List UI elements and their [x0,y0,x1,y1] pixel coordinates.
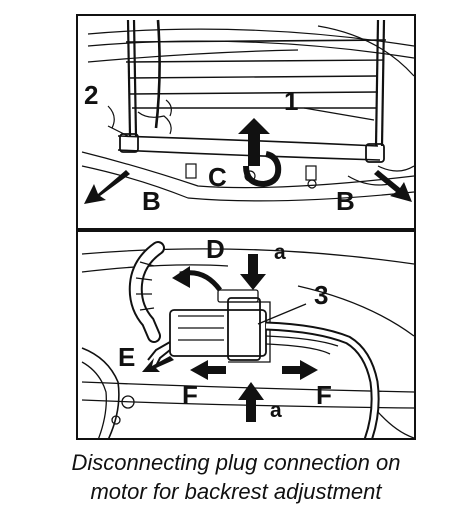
figure-caption: Disconnecting plug connection on motor f… [0,448,472,506]
label-arrow-b-left: B [142,186,161,216]
arrow-f-left [190,360,226,380]
label-arrow-b-right: B [336,186,355,216]
label-arrow-c: C [208,162,227,192]
arrow-a-bottom [238,382,264,422]
caption-line-2: motor for backrest adjustment [90,479,382,504]
arrow-a-top [240,254,266,290]
label-part-2: 2 [84,80,99,110]
plug-connector-drawing [81,241,414,438]
arrow-e [142,356,174,372]
label-arrow-f-right: F [316,380,332,410]
caption-line-1: Disconnecting plug connection on [71,450,401,475]
bottom-illustration-panel: D a 3 E F F a [76,230,416,440]
backrest-frame-drawing [81,19,414,204]
label-part-3: 3 [314,280,329,310]
label-arrow-a-top: a [274,241,286,264]
arrow-f-right [282,360,318,380]
label-arrow-a-bottom: a [270,399,282,422]
label-arrow-d: D [206,234,225,264]
arrow-b-left [84,170,130,204]
arrow-d-head [172,266,190,288]
label-arrow-f-left: F [182,380,198,410]
label-arrow-e: E [118,342,136,372]
arrow-c [238,118,270,166]
label-part-1: 1 [284,86,299,116]
arrow-b-right [374,170,412,202]
arrow-c-curl [243,151,282,188]
top-illustration-panel: 2 1 C B B [76,14,416,230]
